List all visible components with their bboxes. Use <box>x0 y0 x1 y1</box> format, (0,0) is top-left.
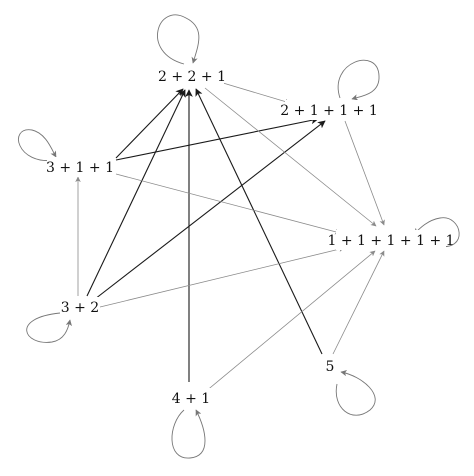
loop-41 <box>171 409 206 459</box>
node-5: 5 <box>326 359 335 375</box>
node-bg-41 <box>171 388 211 408</box>
loop-2111 <box>337 59 380 101</box>
node-bg-32 <box>60 297 100 317</box>
loop-221 <box>157 14 200 65</box>
node-32: 3 + 2 <box>61 300 99 316</box>
node-311: 3 + 1 + 1 <box>46 160 114 176</box>
edge-5-to-221 <box>195 88 323 355</box>
edge-311-to-11111 <box>115 173 341 235</box>
loop-32 <box>26 312 72 343</box>
node-bg-11111 <box>336 230 446 250</box>
node-bg-5 <box>322 356 338 376</box>
edge-311-to-221 <box>115 88 184 159</box>
edge-41-to-11111 <box>204 250 376 393</box>
loop-311 <box>18 129 57 162</box>
node-11111: 1 + 1 + 1 + 1 + 1 <box>327 233 454 249</box>
node-41: 4 + 1 <box>172 391 210 407</box>
edge-5-to-11111 <box>332 250 385 355</box>
edge-221-to-11111 <box>204 87 377 227</box>
node-bg-221 <box>160 66 224 86</box>
edge-311-to-2111 <box>115 116 319 161</box>
node-2111: 2 + 1 + 1 + 1 <box>280 103 378 119</box>
edge-221-to-2111 <box>212 79 291 105</box>
edge-32-to-2111 <box>94 120 326 300</box>
edge-2111-to-11111 <box>344 120 385 226</box>
loop-5 <box>335 369 376 416</box>
loop-11111 <box>413 217 460 248</box>
node-221: 2 + 2 + 1 <box>158 69 226 85</box>
edge-32-to-221 <box>86 89 186 297</box>
node-bg-311 <box>47 157 113 177</box>
edge-32-to-11111 <box>99 246 345 308</box>
node-bg-2111 <box>285 100 373 120</box>
